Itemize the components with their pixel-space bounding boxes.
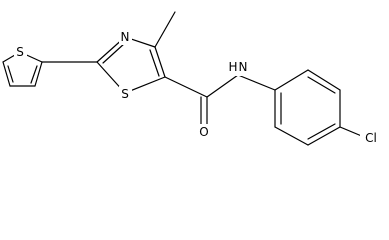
bond-thiophene-c4-c5-inner (7, 65, 14, 83)
thiazole-s-bg (119, 86, 132, 102)
bond-c5-carbonyl (164, 76, 208, 98)
bond-methyl (154, 11, 176, 48)
chlorophenyl-ring (274, 69, 341, 146)
bond-thiophene-c2-c3 (34, 61, 43, 87)
bond-thiazole-c4-c5-inner (149, 49, 160, 77)
bond-carbonyl-n (206, 74, 239, 98)
bond-thiazole-c2-n3-inner (102, 42, 126, 64)
structure-drawing: S N S H N O Cl (2, 11, 382, 146)
thiazole-n-bg (119, 29, 132, 45)
thiophene-sulfur-label: S (16, 45, 24, 59)
amide-nh-bg (227, 58, 251, 76)
carbonyl-oxygen-label: O (199, 125, 208, 139)
carbonyl-o-bg (197, 124, 211, 140)
bond-thiophene-c2-c3-inner (30, 65, 38, 84)
molecule-diagram: S N S H N O Cl (2, 11, 382, 146)
amide-hydrogen-label: H (228, 60, 237, 74)
bond-thiazole-c4-c5 (154, 46, 166, 78)
bond-aryl-2-3-inner (307, 76, 336, 94)
carboxamide-group (164, 74, 276, 128)
bond-aryl-1-2 (274, 69, 309, 91)
bond-aryl-4-5 (307, 126, 341, 146)
chlorine-bg (360, 130, 382, 146)
bond-aryl-2-3 (307, 69, 341, 91)
bond-aryl-4-5-inner (307, 123, 336, 140)
thiazole-nitrogen-label: N (121, 30, 130, 44)
bond-n-aryl (237, 74, 276, 91)
bond-thiophene-c4-c5 (2, 61, 11, 87)
thiophene-ring (2, 51, 43, 87)
chlorine-label: Cl (365, 131, 377, 145)
thiazole-sulfur-label: S (121, 87, 129, 101)
amide-nitrogen-label: N (239, 60, 248, 74)
thiazole-ring (96, 36, 166, 94)
bond-aryl-5-6 (274, 126, 309, 146)
thiophene-s-bg (14, 44, 27, 60)
